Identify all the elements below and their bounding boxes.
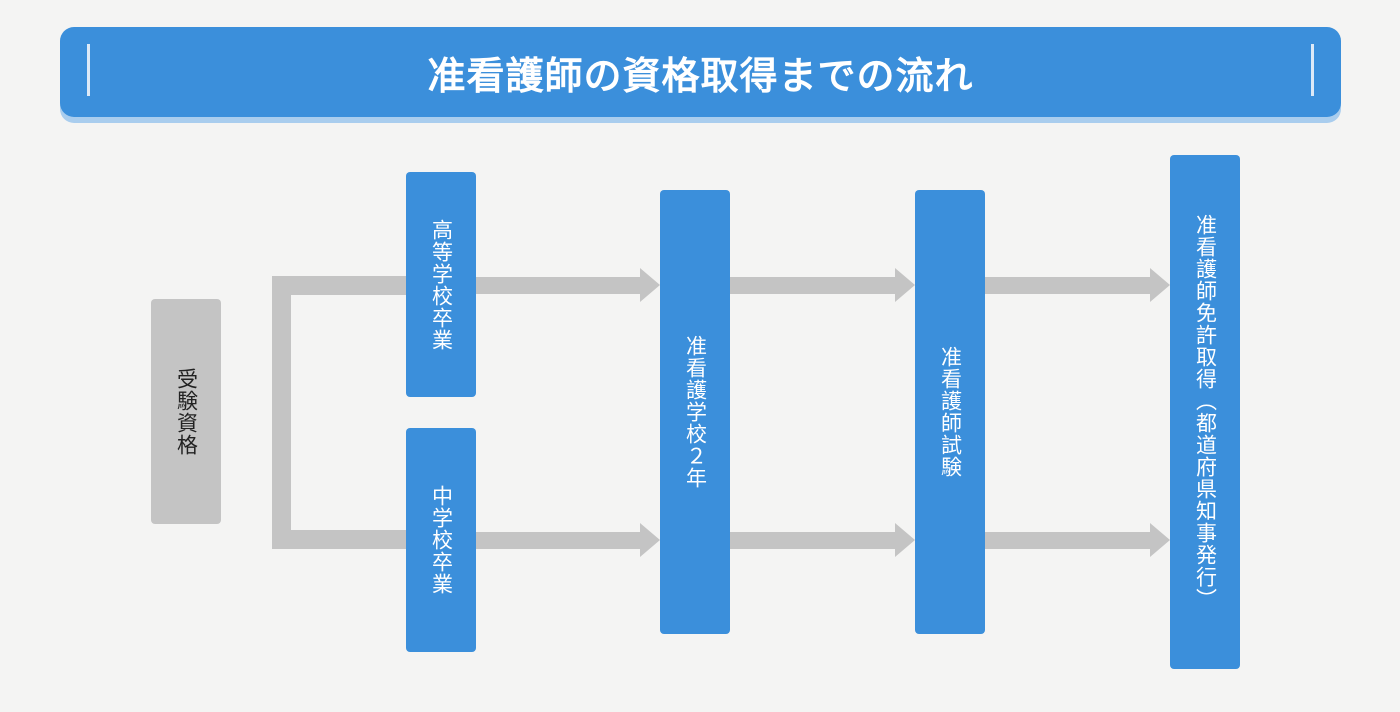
license-label: 准看護師免許取得（都道府県知事発行） <box>1193 214 1218 610</box>
arrow-lower-2-shaft <box>729 532 895 549</box>
nursing-school-box: 准看護学校２年 <box>660 190 730 634</box>
page-title: 准看護師の資格取得までの流れ <box>427 53 974 98</box>
high-school-box: 高等学校卒業 <box>406 172 476 397</box>
arrow-lower-3-head <box>1150 523 1170 557</box>
arrow-lower-2-head <box>895 523 915 557</box>
bracket-top <box>272 276 412 295</box>
eligibility-box: 受験資格 <box>151 299 221 524</box>
license-box: 准看護師免許取得（都道府県知事発行） <box>1170 155 1240 669</box>
exam-label: 准看護師試験 <box>938 346 963 478</box>
arrow-lower-3-shaft <box>984 532 1150 549</box>
arrow-upper-2-head <box>895 268 915 302</box>
arrow-upper-3-shaft <box>984 277 1150 294</box>
bracket-vertical <box>272 276 291 549</box>
banner-left-bar <box>87 44 90 96</box>
high-school-label: 高等学校卒業 <box>429 218 454 351</box>
exam-box: 准看護師試験 <box>915 190 985 634</box>
arrow-upper-1-head <box>640 268 660 302</box>
banner-right-bar <box>1311 44 1314 96</box>
arrow-upper-1-shaft <box>474 277 640 294</box>
arrow-upper-2-shaft <box>729 277 895 294</box>
bracket-bottom <box>272 530 412 549</box>
middle-school-label: 中学校卒業 <box>429 485 454 595</box>
eligibility-label: 受験資格 <box>174 367 199 456</box>
nursing-school-label: 准看護学校２年 <box>683 335 708 489</box>
arrow-lower-1-head <box>640 523 660 557</box>
title-banner: 准看護師の資格取得までの流れ <box>60 27 1341 117</box>
arrow-upper-3-head <box>1150 268 1170 302</box>
middle-school-box: 中学校卒業 <box>406 428 476 652</box>
arrow-lower-1-shaft <box>474 532 640 549</box>
